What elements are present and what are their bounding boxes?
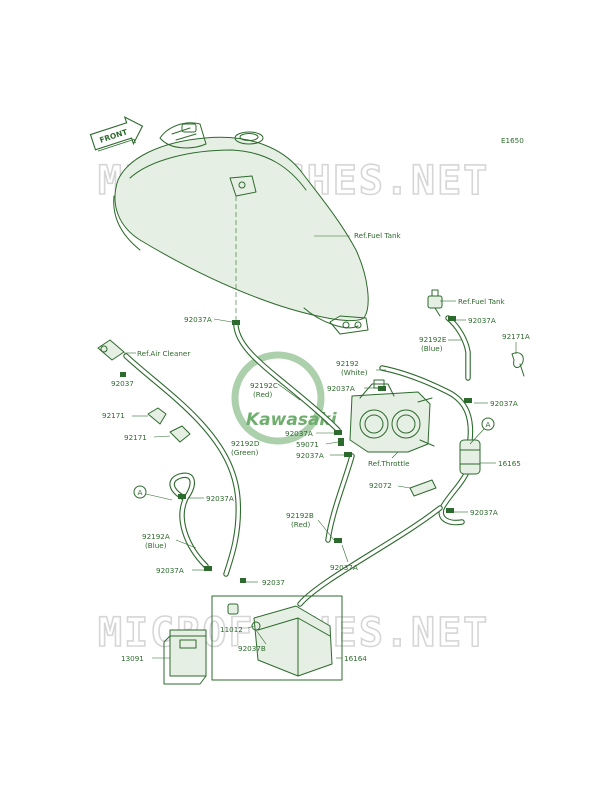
clamp-92171A bbox=[511, 352, 525, 377]
label-92192C-color: (Red) bbox=[253, 390, 272, 399]
label-92192B: 92192B bbox=[286, 511, 314, 520]
label-92192E: 92192E bbox=[419, 335, 447, 344]
band-92072 bbox=[409, 479, 437, 497]
clip-59071 bbox=[338, 438, 344, 446]
clamp-92171-a bbox=[147, 407, 167, 425]
label-92192C: 92192C bbox=[250, 381, 278, 390]
label-92072: 92072 bbox=[369, 481, 392, 490]
label-92192: 92192 bbox=[336, 359, 359, 368]
label-92192B-color: (Red) bbox=[291, 520, 310, 529]
bracket-13091 bbox=[163, 629, 207, 685]
clip-92037A-bottom-mid bbox=[334, 538, 342, 543]
label-92037A-left-loop: 92037A bbox=[206, 494, 234, 503]
label-ref-fuel-tank-right: Ref.Fuel Tank bbox=[458, 297, 506, 306]
hose-92192E bbox=[445, 315, 471, 381]
hose-92192B bbox=[325, 453, 355, 543]
clip-92037A-right bbox=[464, 398, 472, 403]
label-ref-fuel-tank-main: Ref.Fuel Tank bbox=[354, 231, 402, 240]
label-92037A-lower-right: 92037A bbox=[470, 508, 498, 517]
fuel-tank bbox=[113, 122, 369, 335]
kawasaki-logo-text: Kawasaki bbox=[246, 410, 338, 430]
hose-92192C bbox=[233, 323, 341, 433]
label-92192-color: (White) bbox=[341, 368, 368, 377]
label-13091: 13091 bbox=[121, 654, 144, 663]
label-59071: 59071 bbox=[296, 440, 319, 449]
label-92037-bottom: 92037 bbox=[262, 578, 285, 587]
canister-assembly-16164 bbox=[211, 595, 343, 681]
clamp-92171-b bbox=[169, 425, 191, 443]
label-ref-air-cleaner: Ref.Air Cleaner bbox=[137, 349, 190, 358]
label-92037A-throttle: 92037A bbox=[296, 451, 324, 460]
callout-a-left: A bbox=[133, 485, 173, 501]
clip-92037-bottom bbox=[240, 578, 246, 583]
clip-92037A-throttle bbox=[344, 452, 352, 457]
hose-lower-right bbox=[438, 471, 469, 526]
fuel-tank-fitting-right bbox=[427, 289, 443, 317]
label-92192E-color: (Blue) bbox=[421, 344, 443, 353]
throttle-body bbox=[349, 379, 435, 453]
label-92171-b: 92171 bbox=[124, 433, 147, 442]
clip-92037A-fitting bbox=[448, 316, 456, 321]
hose-92192A bbox=[169, 472, 209, 569]
kawasaki-logo: Kawasaki bbox=[231, 351, 338, 445]
air-cleaner-connector bbox=[97, 339, 125, 361]
fuel-filter-16165 bbox=[459, 439, 481, 475]
label-92037A-bottom-left: 92037A bbox=[156, 566, 184, 575]
label-92037A-upper-right: 92037A bbox=[327, 384, 355, 393]
label-ref-throttle: Ref.Throttle bbox=[368, 459, 410, 468]
callout-a-right-text: A bbox=[486, 420, 491, 429]
clip-92037A-top bbox=[232, 320, 240, 325]
front-arrow-icon: FRONT bbox=[89, 116, 144, 152]
clip-92037A-bottom-left bbox=[204, 566, 212, 571]
label-11012: 11012 bbox=[220, 625, 243, 634]
diagram-code: E1650 bbox=[501, 136, 524, 145]
label-92037A-mid: 92037A bbox=[285, 429, 313, 438]
clip-92037A-upper-right bbox=[378, 386, 386, 391]
label-92037A-right: 92037A bbox=[490, 399, 518, 408]
label-16165: 16165 bbox=[498, 459, 521, 468]
callout-a-right: A bbox=[469, 417, 495, 445]
label-92171A: 92171A bbox=[502, 332, 530, 341]
label-92192A: 92192A bbox=[142, 532, 170, 541]
hose-92192 bbox=[379, 365, 474, 443]
label-92192D: 92192D bbox=[231, 439, 260, 448]
hose-92192D bbox=[123, 353, 242, 577]
label-92037A-bottom-mid: 92037A bbox=[330, 563, 358, 572]
clip-92037A-left-loop bbox=[178, 494, 186, 499]
label-92192D-color: (Green) bbox=[231, 448, 259, 457]
label-16164: 16164 bbox=[344, 654, 367, 663]
label-92171-a: 92171 bbox=[102, 411, 125, 420]
label-92192A-color: (Blue) bbox=[145, 541, 167, 550]
leader-lines bbox=[122, 235, 517, 659]
label-92037A-fitting: 92037A bbox=[468, 316, 496, 325]
hose-to-canister bbox=[297, 505, 443, 607]
clip-92037A-mid bbox=[334, 430, 342, 435]
label-92037A-top: 92037A bbox=[184, 315, 212, 324]
label-92037B: 92037B bbox=[238, 644, 266, 653]
label-92037-left: 92037 bbox=[111, 379, 134, 388]
callout-a-left-text: A bbox=[138, 488, 143, 497]
clip-92037A-lower-right bbox=[446, 508, 454, 513]
